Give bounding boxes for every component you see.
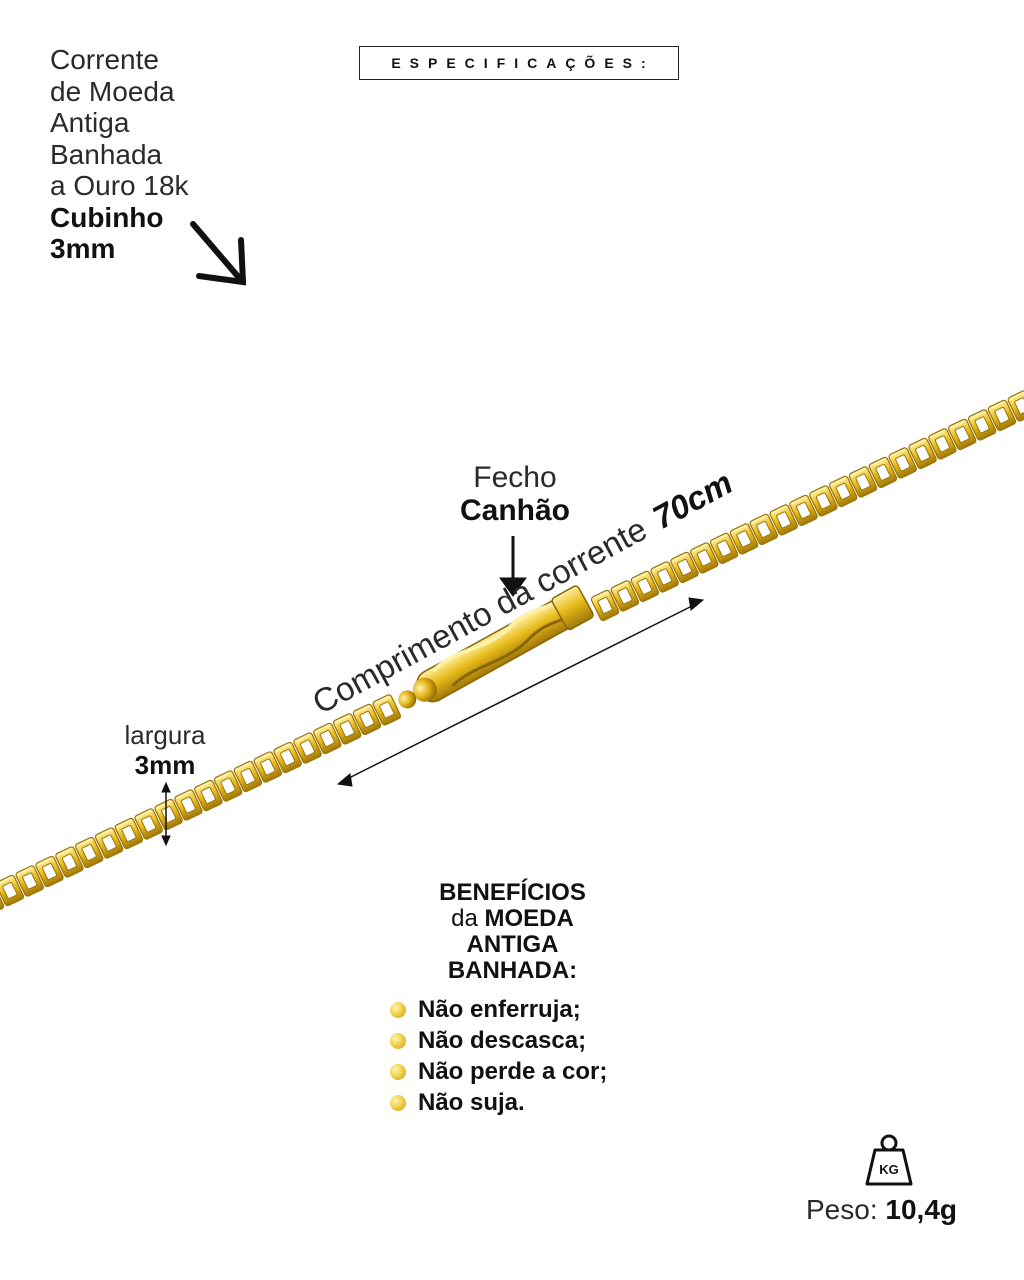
benefits-title-light: da <box>451 905 478 932</box>
chain-link <box>769 504 798 536</box>
chain-link <box>114 817 144 850</box>
chain-link <box>94 827 124 859</box>
title-line: a Ouro 18k <box>50 170 189 201</box>
title-model: Cubinho <box>50 201 164 233</box>
chain-link <box>630 570 660 603</box>
chain-link <box>134 808 163 840</box>
chain-link <box>372 694 402 726</box>
chain-link <box>987 399 1017 432</box>
clasp-label-type: Canhão <box>459 494 570 527</box>
title-line: Antiga <box>50 107 130 138</box>
double-arrow-diagonal-icon <box>336 597 705 787</box>
chain-link <box>610 580 640 612</box>
chain-link <box>729 523 759 555</box>
chain-link <box>967 409 997 441</box>
weight-label: Peso: <box>806 1194 878 1225</box>
chain-link <box>888 447 917 479</box>
chain-link <box>928 428 957 460</box>
chain-link <box>789 494 818 527</box>
chain-link <box>15 865 44 897</box>
double-arrow-vertical-icon <box>161 781 171 847</box>
benefit-text: Não suja. <box>418 1088 525 1116</box>
clasp-label-line1: Fecho <box>473 461 557 494</box>
gold-dot-icon <box>390 1032 406 1049</box>
chain-link <box>174 789 203 821</box>
chain-link <box>35 855 64 888</box>
weight-value: 10,4g <box>885 1194 957 1225</box>
benefit-text: Não enferruja; <box>418 995 581 1023</box>
gold-dot-icon <box>390 1063 406 1080</box>
gold-dot-icon <box>390 1001 406 1018</box>
list-item: Não descasca; <box>390 1025 607 1056</box>
weight-info: Peso: 10,4g <box>806 1194 957 1226</box>
benefits-list: Não enferruja; Não descasca; Não perde a… <box>390 994 607 1118</box>
chain-link <box>154 798 183 831</box>
weight-icon-text: KG <box>879 1162 899 1177</box>
chain-link <box>293 732 322 764</box>
chain-link <box>650 561 679 593</box>
arrow-down-right-icon <box>190 221 247 286</box>
list-item: Não enferruja; <box>390 994 607 1025</box>
benefits-title-line: ANTIGA <box>466 931 559 958</box>
arrow-down-icon <box>499 536 527 597</box>
benefit-text: Não perde a cor; <box>418 1057 608 1085</box>
clasp-canhao <box>398 585 594 709</box>
list-item: Não suja. <box>390 1087 607 1118</box>
chain-link <box>233 760 263 793</box>
chain-link <box>273 741 302 774</box>
benefits-heading: BENEFÍCIOS da MOEDA ANTIGA BANHADA: <box>400 880 625 984</box>
benefits-title-line: BANHADA: <box>447 957 578 984</box>
chain-link <box>947 418 977 451</box>
chain-link <box>253 751 283 783</box>
width-value: 3mm <box>134 750 196 780</box>
title-size: 3mm <box>50 233 116 264</box>
product-title: Corrente de Moeda Antiga Banhada a Ouro … <box>50 44 250 265</box>
chain-link <box>868 456 898 489</box>
chain-link <box>332 713 362 745</box>
title-line: Corrente <box>50 44 159 75</box>
clasp-label: Fecho Canhão <box>430 462 600 528</box>
chain-link <box>1007 390 1024 422</box>
benefit-text: Não descasca; <box>418 1026 587 1054</box>
chain-link <box>0 874 25 907</box>
benefits-title-line: BENEFÍCIOS <box>439 879 586 906</box>
chain-link <box>590 589 620 622</box>
gold-dot-icon <box>390 1094 406 1111</box>
chain-link <box>313 722 342 755</box>
chain-link <box>828 475 858 508</box>
chain-link <box>352 703 382 736</box>
title-line: de Moeda <box>50 75 175 107</box>
box-chain <box>0 390 1024 916</box>
weight-kg-icon: KG <box>865 1134 913 1186</box>
chain-link <box>194 779 223 812</box>
chain-link <box>848 466 878 498</box>
chain-link <box>709 532 739 565</box>
chain-link <box>749 513 779 546</box>
chain-link <box>809 485 838 517</box>
chain-link <box>690 542 719 574</box>
title-line: Banhada <box>50 138 163 170</box>
chain-link <box>55 846 84 878</box>
width-label-text: largura <box>124 720 206 750</box>
chain-link <box>213 770 243 802</box>
list-item: Não perde a cor; <box>390 1056 607 1087</box>
width-label: largura 3mm <box>100 720 230 780</box>
chain-link <box>74 836 104 869</box>
benefits-title-bold: MOEDA <box>484 905 574 932</box>
benefits-title-line: da MOEDA <box>400 906 625 932</box>
chain-link <box>908 437 937 470</box>
chain-link <box>670 551 699 584</box>
specs-heading: ESPECIFICAÇÕES: <box>359 46 679 80</box>
